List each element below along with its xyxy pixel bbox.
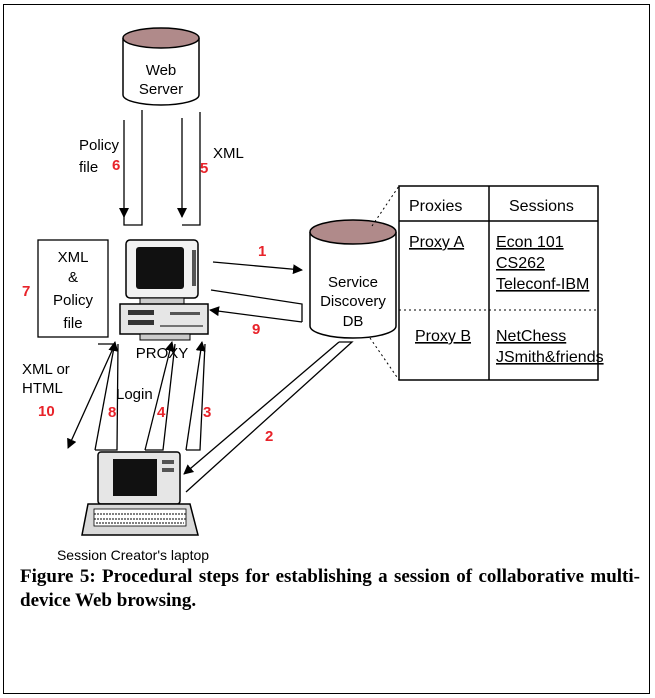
step-7: 7 xyxy=(22,283,30,300)
proxy-label: PROXY xyxy=(136,345,189,362)
policy-label-1: Policy xyxy=(79,137,120,154)
step-5: 5 xyxy=(200,160,208,177)
step-1: 1 xyxy=(258,243,266,260)
arrow-3 xyxy=(185,341,206,451)
arrow-2 xyxy=(183,341,354,493)
figure-caption: Figure 5: Procedural steps for establish… xyxy=(20,566,640,611)
login-label: Login xyxy=(116,386,153,403)
arrow-10 xyxy=(67,343,116,449)
xml-or-html-label-1: XML or xyxy=(22,361,70,378)
figure-frame xyxy=(3,4,650,694)
step-8: 8 xyxy=(108,404,116,421)
arrow-8 xyxy=(94,341,119,451)
arrow-9 xyxy=(209,289,303,323)
xml-label: XML xyxy=(213,145,244,162)
web-server-label-1: Web xyxy=(146,62,177,79)
table-header-proxies: Proxies xyxy=(409,198,462,215)
xml-box-line-1: XML xyxy=(58,249,89,266)
arrow-6 xyxy=(119,110,143,226)
xml-or-html-label-2: HTML xyxy=(22,380,63,397)
step-9: 9 xyxy=(252,321,260,338)
proxy-a-link[interactable]: Proxy A xyxy=(409,234,464,251)
db-label-1: Service xyxy=(328,274,378,291)
session-cs262-link[interactable]: CS262 xyxy=(496,255,545,272)
table-header-sessions: Sessions xyxy=(509,198,574,215)
db-label-2: Discovery xyxy=(320,293,386,310)
xml-policy-file-box xyxy=(37,239,109,338)
proxy-sessions-table xyxy=(398,185,599,381)
proxy-b-link[interactable]: Proxy B xyxy=(415,328,471,345)
step-4: 4 xyxy=(157,404,166,421)
step-10: 10 xyxy=(38,403,55,420)
policy-label-2: file xyxy=(79,159,98,176)
web-server-label-2: Server xyxy=(139,81,183,98)
xml-box-line-4: file xyxy=(63,315,82,332)
session-jsmith-friends-link[interactable]: JSmith&friends xyxy=(496,349,604,366)
step-2: 2 xyxy=(265,428,273,445)
xml-box-line-3: Policy xyxy=(53,292,94,309)
service-discovery-db-cylinder xyxy=(309,219,397,339)
step-3: 3 xyxy=(203,404,211,421)
session-teleconf-ibm-link[interactable]: Teleconf-IBM xyxy=(496,276,589,293)
proxy-computer-icon xyxy=(119,239,209,341)
xml-box-line-2: & xyxy=(68,269,78,286)
session-econ-101-link[interactable]: Econ 101 xyxy=(496,234,564,251)
callout-line-bottom xyxy=(369,337,400,381)
arrow-5 xyxy=(177,112,201,226)
arrow-4 xyxy=(144,341,176,451)
laptop-label: Session Creator's laptop xyxy=(57,547,209,563)
callout-line-top xyxy=(371,185,400,227)
step-6: 6 xyxy=(112,157,120,174)
db-label-3: DB xyxy=(343,313,364,330)
laptop-icon xyxy=(81,451,199,536)
arrow-1 xyxy=(212,261,303,275)
web-server-cylinder xyxy=(122,27,200,106)
session-netchess-link[interactable]: NetChess xyxy=(496,328,566,345)
